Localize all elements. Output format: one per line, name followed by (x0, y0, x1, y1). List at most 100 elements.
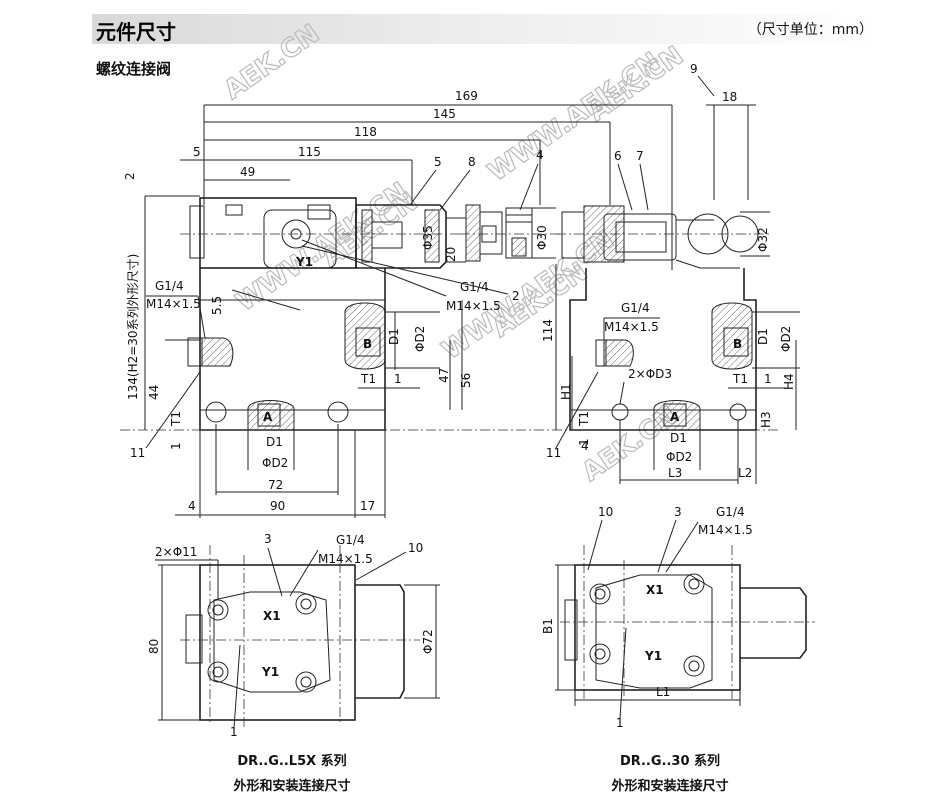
caption-left-desc: 外形和安装连接尺寸 (233, 779, 351, 794)
dim-49: 49 (240, 165, 255, 179)
page-title: 元件尺寸 (96, 20, 176, 44)
dim-d2-bottom: ΦD2 (262, 456, 288, 470)
watermark-3: WWW.AEK.CN (483, 47, 666, 188)
dim-118: 118 (354, 125, 377, 139)
label-g14-right: G1/4 (621, 301, 650, 315)
label-10-left: 10 (408, 541, 423, 555)
label-port-a-front: A (263, 410, 273, 424)
label-g14-front: G1/4 (155, 279, 184, 293)
dim-17: 17 (360, 499, 375, 513)
title-bar (92, 14, 882, 44)
dim-d1-r30b: D1 (670, 431, 687, 445)
label-port-b-front: B (363, 337, 372, 351)
solenoid-variant: Φ32 6 7 (556, 149, 770, 269)
dim-1-front: 1 (169, 442, 183, 450)
dim-1-r30: 1 (577, 438, 591, 446)
dim-t1-front: T1 (169, 411, 183, 427)
dim-5: 5 (193, 145, 201, 159)
watermark-1: AEK.CN (219, 19, 325, 106)
label-2: 2 (512, 289, 520, 303)
label-g14-br: G1/4 (716, 505, 745, 519)
valve-l5x-top: X1 Y1 80 2×Φ11 Φ72 3 G1/4 M14×1.5 10 1 (147, 532, 440, 739)
dim-l3: L3 (668, 466, 682, 480)
label-6: 6 (614, 149, 622, 163)
label-11-right: 11 (546, 446, 561, 460)
dim-l2: L2 (738, 466, 752, 480)
dim-t1-r30: T1 (577, 411, 591, 427)
dim-phi32: Φ32 (756, 227, 770, 252)
unit-note: （尺寸单位：mm） (747, 22, 873, 38)
dim-2: 2 (123, 172, 137, 180)
dim-72-front: 72 (268, 478, 283, 492)
dim-44: 44 (147, 385, 161, 400)
label-port-b-right: B (733, 337, 742, 351)
label-1-left: 1 (230, 725, 238, 739)
caption-right-series: DR..G..30 系列 (619, 754, 721, 769)
dim-80: 80 (147, 639, 161, 654)
label-m14-top: M14×1.5 (446, 299, 501, 313)
dim-47: 47 (437, 368, 451, 383)
label-3-left: 3 (264, 532, 272, 546)
dim-t1-right30: T1 (732, 372, 748, 386)
dim-20: 20 (444, 247, 458, 262)
caption-left-series: DR..G..L5X 系列 (237, 754, 347, 769)
dim-169: 169 (455, 89, 478, 103)
dim-114: 114 (541, 319, 555, 342)
dim-l1: L1 (656, 685, 670, 699)
adjustment-knobs: 20 Φ35 Φ30 (421, 204, 560, 263)
label-5: 5 (434, 155, 442, 169)
label-x1-right: X1 (646, 583, 664, 597)
section-subtitle: 螺纹连接阀 (96, 60, 172, 78)
label-3-right: 3 (674, 505, 682, 519)
label-m14-right: M14×1.5 (604, 320, 659, 334)
label-m14-bl: M14×1.5 (318, 552, 373, 566)
dim-2phi11: 2×Φ11 (155, 545, 197, 559)
dim-phi35: Φ35 (421, 225, 435, 250)
dim-115: 115 (298, 145, 321, 159)
label-m14-br: M14×1.5 (698, 523, 753, 537)
label-9: 9 (690, 62, 698, 76)
label-8: 8 (468, 155, 476, 169)
label-m14-front: M14×1.5 (146, 297, 201, 311)
dim-h3: H3 (759, 411, 773, 428)
dim-4-front: 4 (188, 499, 196, 513)
dim-h4: H4 (782, 373, 796, 390)
dim-d2-front: ΦD2 (413, 326, 427, 352)
valve-30-top: X1 Y1 B1 L1 10 3 G1/4 M14×1.5 1 (541, 505, 815, 730)
dim-134: 134(H2=30系列外形尺寸) (126, 254, 140, 400)
valve-30-front: B A 114 H1 T1 1 G1/4 M14×1.5 2×ΦD3 11 4 … (541, 264, 800, 484)
label-y1-left: Y1 (261, 665, 279, 679)
dim-phi30: Φ30 (535, 225, 549, 250)
dim-1-right: 1 (394, 372, 402, 386)
dim-d1-front: D1 (387, 328, 401, 345)
dim-d1-right: D1 (756, 328, 770, 345)
label-x1-left: X1 (263, 609, 281, 623)
dim-90: 90 (270, 499, 285, 513)
label-10-right: 10 (598, 505, 613, 519)
label-g14-bl: G1/4 (336, 533, 365, 547)
label-4-top: 4 (536, 148, 544, 162)
caption-right-desc: 外形和安装连接尺寸 (611, 779, 729, 794)
label-y1-front: Y1 (295, 255, 313, 269)
dim-phi72: Φ72 (421, 629, 435, 654)
label-g14-top: G1/4 (460, 280, 489, 294)
main-valve-front: 169 145 118 115 49 5 2 18 9 Y1 B (120, 62, 780, 518)
dim-d2-right: ΦD2 (779, 326, 793, 352)
dim-145: 145 (433, 107, 456, 121)
label-11-front: 11 (130, 446, 145, 460)
dim-4-right: 4 (581, 439, 589, 453)
label-7: 7 (636, 149, 644, 163)
label-y1-right: Y1 (644, 649, 662, 663)
dim-t1-right: T1 (360, 372, 376, 386)
dim-5-5: 5.5 (210, 296, 224, 315)
dim-1-right30: 1 (764, 372, 772, 386)
label-1-right: 1 (616, 716, 624, 730)
dim-18: 18 (722, 90, 737, 104)
dim-d1-bottom: D1 (266, 435, 283, 449)
dim-2d3: 2×ΦD3 (628, 367, 672, 381)
dim-h1: H1 (559, 383, 573, 400)
dim-d2-r30b: ΦD2 (666, 450, 692, 464)
dim-b1: B1 (541, 618, 555, 634)
dim-56: 56 (459, 373, 473, 388)
